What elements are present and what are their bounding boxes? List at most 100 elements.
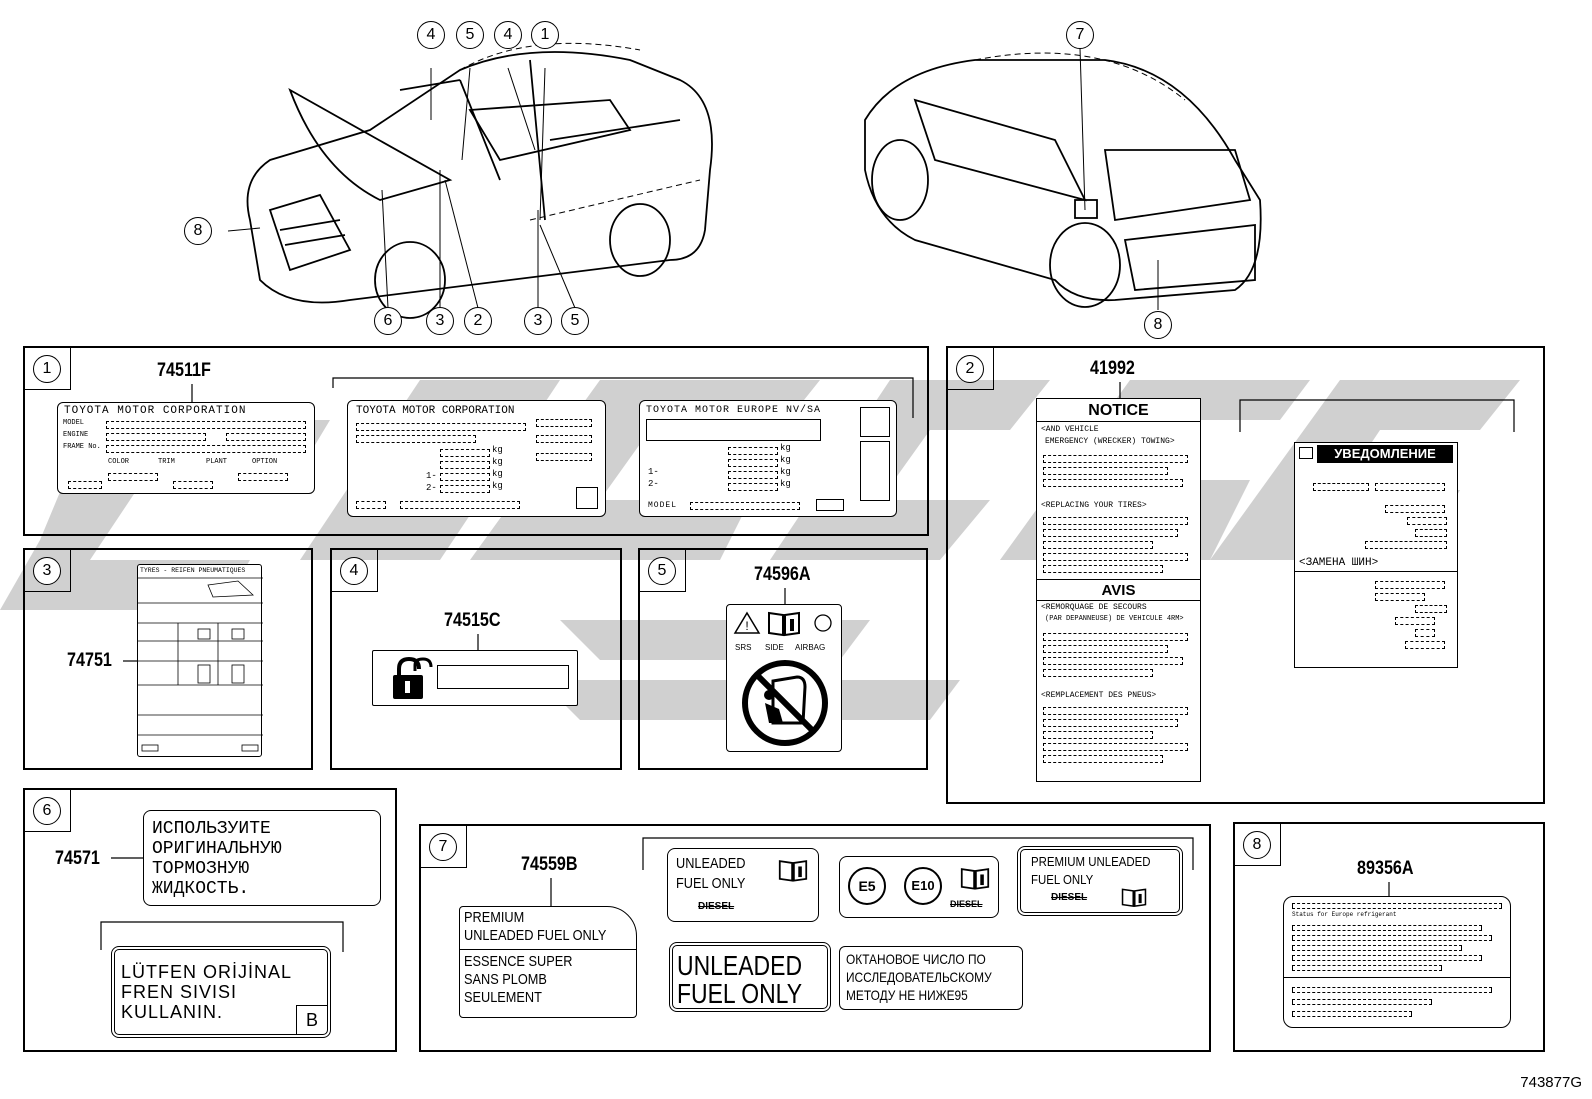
panel-tab: 2 [948, 348, 994, 390]
fuel-label-variant-1: UNLEADED FUEL ONLY DIESEL [667, 848, 819, 922]
callout-3: 3 [33, 557, 61, 585]
callout-2: 2 [956, 355, 984, 383]
circle-icon [814, 614, 832, 632]
panel-1-vin-plate: 1 74511F TOYOTA MOTOR CORPORATION MODEL … [23, 346, 929, 536]
lock-code-box [437, 665, 569, 689]
ru-text-line: ТОРМОЗНУЮ [152, 859, 250, 879]
callout-6: 6 [33, 797, 61, 825]
notice-label-en-fr: NOTICE <AND VEHICLE EMERGENCY (WRECKER) … [1036, 398, 1201, 782]
leader-line [784, 588, 786, 604]
panel-4-lock-label: 4 74515C [330, 548, 622, 770]
callout-8: 8 [184, 217, 212, 245]
label-title: TOYOTA MOTOR CORPORATION [64, 405, 247, 417]
callout-8: 8 [1243, 831, 1271, 859]
fuel-text-line: PREMIUM UNLEADED [1031, 854, 1151, 869]
fuel-text-line: PREMIUM [464, 909, 525, 926]
part-number: 74515C [444, 610, 501, 631]
panel-7-fuel-labels: 7 74559B PREMIUM UNLEADED FUEL ONLY ESSE… [419, 824, 1211, 1052]
fuel-text-line: UNLEADED FUEL ONLY [464, 927, 607, 944]
kg-unit: kg [780, 443, 791, 453]
panel-6-brake-fluid: 6 74571 ИСПОЛЬЗУИТЕ ОРИГИНАЛЬНУЮ ТОРМОЗН… [23, 788, 397, 1052]
part-number: 74596A [754, 564, 811, 585]
ru-text-line: ИСПОЛЬЗУИТЕ [152, 819, 271, 839]
label-title: TOYOTA MOTOR CORPORATION [356, 405, 515, 417]
fuel-text-line: UNLEADED [677, 950, 803, 981]
ru-notice-heading: УВЕДОМЛЕНИЕ [1317, 445, 1453, 463]
model-field-label: MODEL [63, 419, 85, 427]
e10-badge: E10 [904, 867, 942, 905]
manual-book-icon [1121, 888, 1147, 908]
callout-4: 4 [340, 557, 368, 585]
part-number: 74511F [157, 360, 211, 381]
avis-heading: AVIS [1101, 582, 1136, 599]
brake-fluid-label-ru: ИСПОЛЬЗУИТЕ ОРИГИНАЛЬНУЮ ТОРМОЗНУЮ ЖИДКО… [143, 810, 381, 906]
tr-badge: B [296, 1005, 327, 1034]
part-number: 41992 [1090, 358, 1135, 379]
refrigerant-label: Status for Europe refrigerant [1283, 896, 1511, 1028]
callout-2: 2 [464, 307, 492, 335]
panel-2-towing-notice: 2 41992 NOTICE <AND VEHICLE EMERGENCY (W… [946, 346, 1545, 804]
callout-4: 4 [494, 21, 522, 49]
svg-text:!: ! [745, 619, 748, 633]
leader-line [477, 634, 479, 650]
ru-text-line: ОКТАНОВОЕ ЧИСЛО ПО [846, 951, 986, 967]
fuel-text-line: UNLEADED [676, 855, 746, 872]
diesel-strike-text: DIESEL [698, 901, 735, 912]
kg-unit: kg [492, 481, 503, 491]
bracket [1239, 399, 1515, 432]
kg-unit: kg [492, 445, 503, 455]
callout-7: 7 [1066, 21, 1094, 49]
panel-tab: 4 [332, 550, 378, 592]
manual-book-icon [768, 611, 800, 637]
axle-label: 2- [648, 479, 659, 489]
notice-line: <REPLACING YOUR TIRES> [1041, 501, 1147, 510]
fuel-label-variant-3: PREMIUM UNLEADED FUEL ONLY DIESEL [1017, 846, 1183, 916]
tyre-table-lines [138, 577, 263, 752]
side-text: SIDE [765, 643, 784, 652]
axle-label: 1- [648, 467, 659, 477]
callout-3: 3 [524, 307, 552, 335]
manual-book-icon [960, 868, 990, 890]
fuel-label-big: UNLEADED FUEL ONLY [669, 942, 831, 1012]
vin-label-c: TOYOTA MOTOR EUROPE NV/SA kg kg 1- kg 2-… [639, 400, 897, 517]
panel-tab: 7 [421, 826, 467, 868]
fuel-text-line: ESSENCE SUPER [464, 953, 573, 970]
manual-book-icon [778, 860, 808, 882]
leader-line [1388, 882, 1390, 898]
fuel-text-line: FUEL ONLY [677, 978, 803, 1009]
part-number: 74571 [55, 848, 100, 869]
fuel-label-ru: ОКТАНОВОЕ ЧИСЛО ПО ИССЛЕДОВАТЕЛЬСКОМУ МЕ… [839, 946, 1023, 1010]
callout-5: 5 [456, 21, 484, 49]
diagram-code: 743877G [1520, 1074, 1582, 1091]
ru-text-line: ЖИДКОСТЬ. [152, 879, 250, 899]
panel-tab: 6 [25, 790, 71, 832]
ru-text-line: МЕТОДУ НЕ НИЖЕ95 [846, 987, 968, 1003]
car-front-view-drawing [227, 42, 713, 319]
lock-label [372, 650, 578, 706]
callout-3: 3 [426, 307, 454, 335]
frame-field-label: FRAME No. [63, 443, 101, 451]
axle-label: 1- [426, 471, 437, 481]
fuel-text-line: SEULEMENT [464, 989, 542, 1006]
notice-label-ru: УВЕДОМЛЕНИЕ <ЗАМЕНА ШИН> [1294, 442, 1458, 668]
airbag-text: AIRBAG [795, 643, 826, 652]
diesel-strike-text: DIESEL [1051, 892, 1088, 903]
part-number: 74559B [521, 854, 578, 875]
leader-line [1119, 382, 1121, 398]
tyre-pressure-label: TYRES - REIFEN PNEUMATIQUES [137, 564, 263, 757]
kg-unit: kg [780, 479, 791, 489]
avis-line: <REMORQUAGE DE SECOURS [1041, 603, 1147, 612]
fuel-label-variant-2: E5 E10 DIESEL [839, 856, 999, 918]
warning-triangle-icon: ! [733, 611, 761, 634]
panel-tab: 5 [640, 550, 686, 592]
panel-tab: 1 [25, 348, 71, 390]
notice-line: EMERGENCY (WRECKER) TOWING> [1045, 437, 1175, 446]
panel-tab: 8 [1235, 824, 1281, 866]
vin-label-b: TOYOTA MOTOR CORPORATION kg kg 1- kg 2- … [347, 400, 606, 517]
notice-line: <AND VEHICLE [1041, 425, 1099, 434]
color-field-label: COLOR [108, 458, 130, 466]
fuel-text-line: FUEL ONLY [676, 875, 746, 892]
leader-line [100, 857, 344, 952]
label-title: TYRES - REIFEN PNEUMATIQUES [140, 567, 246, 574]
kg-unit: kg [492, 469, 503, 479]
